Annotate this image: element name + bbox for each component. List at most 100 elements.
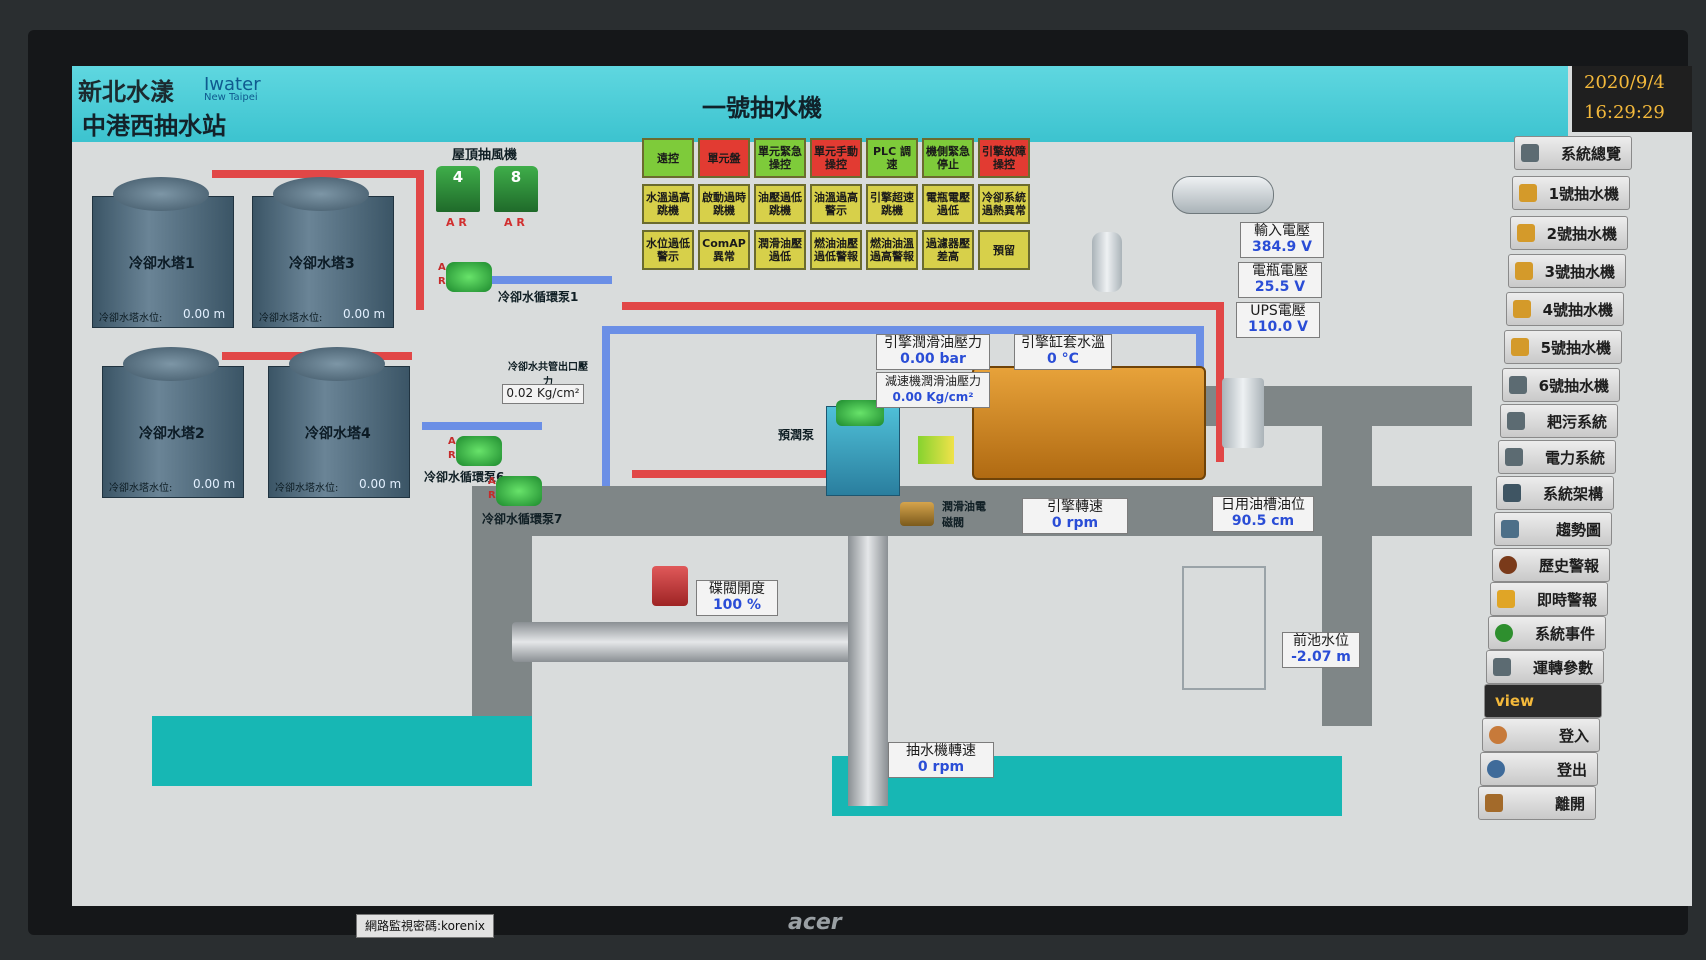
tower-label: 冷卻水塔4 — [305, 426, 371, 442]
alarm-reserved[interactable]: 預留 — [978, 230, 1030, 270]
battery-voltage-value: 25.5 V — [1254, 279, 1306, 295]
outlet-pressure-value: 0.02 Kg/cm² — [506, 386, 580, 400]
nav-login[interactable]: 登入 — [1482, 718, 1600, 752]
trash-rake-icon — [1182, 566, 1266, 690]
pump-1-icon[interactable] — [446, 262, 492, 292]
roof-fan-4[interactable]: 4 — [436, 166, 480, 212]
nav-system-architecture[interactable]: 系統架構 — [1496, 476, 1614, 510]
pump-icon — [1513, 300, 1531, 318]
lube-solenoid-valve-icon[interactable] — [900, 502, 934, 526]
air-filter-icon — [1092, 232, 1122, 292]
roof-fan-8-number: 8 — [510, 168, 522, 186]
valve-opening-value: 100 % — [712, 597, 762, 613]
pump-7-label: 冷卻水循環泵7 — [482, 512, 563, 526]
pump-icon — [1519, 184, 1537, 202]
alarm-cooling-overheat[interactable]: 冷卻系統過熱異常 — [978, 184, 1030, 224]
tower-label: 冷卻水塔3 — [289, 256, 355, 272]
engine-oil-pressure-label: 引擎潤滑油壓力 — [884, 335, 982, 351]
alarm-water-level-low[interactable]: 水位過低警示 — [642, 230, 694, 270]
alarm-battery-low[interactable]: 電瓶電壓過低 — [922, 184, 974, 224]
nav-label: 趨勢圖 — [1555, 520, 1601, 539]
nav-label: 歷史警報 — [1538, 556, 1599, 575]
nav-pump-2[interactable]: 2號抽水機 — [1510, 216, 1628, 250]
alarm-engine-overspeed[interactable]: 引擎超速跳機 — [866, 184, 918, 224]
day-tank-level-readout: 日用油槽油位 90.5 cm — [1212, 496, 1314, 532]
logo-text: 新北水漾 — [78, 77, 174, 106]
network-password-tag: 網路監視密碼:korenix — [356, 914, 495, 938]
alarm-filter-dp-high[interactable]: 過濾器壓差高 — [922, 230, 974, 270]
valve-opening-label: 碟閥開度 — [709, 581, 765, 597]
alarm-fuel-temp-high[interactable]: 燃油油溫過高警報 — [866, 230, 918, 270]
alarm-unit-manual[interactable]: 單元手動操控 — [810, 138, 862, 178]
nav-system-events[interactable]: 系統事件 — [1488, 616, 1606, 650]
lube-solenoid-valve-label: 潤滑油電磁閥 — [942, 500, 986, 529]
alarm-side-emergency-stop[interactable]: 機側緊急停止 — [922, 138, 974, 178]
warning-icon — [1497, 590, 1515, 608]
alarm-remote[interactable]: 遠控 — [642, 138, 694, 178]
nav-trash-rake[interactable]: 耙污系統 — [1500, 404, 1618, 438]
nav-pump-3[interactable]: 3號抽水機 — [1508, 254, 1626, 288]
pump-icon — [1515, 262, 1533, 280]
nav-label: 系統總覽 — [1560, 144, 1621, 163]
nav-exit[interactable]: 離開 — [1478, 786, 1596, 820]
monitor-icon — [1503, 484, 1521, 502]
nav-system-overview[interactable]: 系統總覽 — [1514, 136, 1632, 170]
alarm-unit-emergency[interactable]: 單元緊急操控 — [754, 138, 806, 178]
nav-history-alarm[interactable]: 歷史警報 — [1492, 548, 1610, 582]
nav-view[interactable]: view — [1484, 684, 1602, 718]
scada-screen: 新北水漾 Iwater New Taipei 中港西抽水站 一號抽水機 2020… — [72, 66, 1692, 906]
engine-oil-pressure-readout: 引擎潤滑油壓力 0.00 bar — [876, 334, 990, 370]
alarm-oil-pressure-low[interactable]: 油壓過低跳機 — [754, 184, 806, 224]
engine-water-temp-value: 0 °C — [1047, 351, 1079, 367]
hot-pipe-main — [622, 302, 1222, 310]
gear-oil-pressure-value: 0.00 Kg/cm² — [892, 390, 974, 404]
discharge-pipe-horizontal — [512, 622, 872, 662]
nav-operation-params[interactable]: 運轉參數 — [1486, 650, 1604, 684]
alarm-start-timeout[interactable]: 啟動過時跳機 — [698, 184, 750, 224]
nav-live-alarm[interactable]: 即時警報 — [1490, 582, 1608, 616]
login-icon — [1489, 726, 1507, 744]
nav-label: 電力系統 — [1544, 448, 1605, 467]
alarm-unit-panel[interactable]: 單元盤 — [698, 138, 750, 178]
alarm-plc-speed[interactable]: PLC 調速 — [866, 138, 918, 178]
nav-label: 2號抽水機 — [1546, 224, 1617, 243]
alarm-water-temp-high[interactable]: 水溫過高跳機 — [642, 184, 694, 224]
nav-label: 1號抽水機 — [1548, 184, 1619, 203]
pump-6-icon[interactable] — [456, 436, 502, 466]
alarm-oil-temp-high[interactable]: 油溫過高警示 — [810, 184, 862, 224]
diesel-engine-icon — [972, 366, 1206, 480]
nav-label: 離開 — [1554, 794, 1585, 813]
forebay-level-readout: 前池水位 -2.07 m — [1282, 632, 1360, 668]
alarm-comap[interactable]: ComAP 異常 — [698, 230, 750, 270]
hot-pipe-engine — [1216, 302, 1224, 462]
nav-power-system[interactable]: 電力系統 — [1498, 440, 1616, 474]
ups-voltage-value: 110.0 V — [1248, 319, 1308, 335]
nav-logout[interactable]: 登出 — [1480, 752, 1598, 786]
tower-label: 冷卻水塔1 — [129, 256, 195, 272]
pump-7-icon[interactable] — [496, 476, 542, 506]
nav-pump-5[interactable]: 5號抽水機 — [1504, 330, 1622, 364]
tower-level-value: 0.00 m — [343, 307, 386, 321]
discharge-pipe-vertical — [848, 536, 888, 806]
nav-pump-6[interactable]: 6號抽水機 — [1502, 368, 1620, 402]
nav-label: 4號抽水機 — [1542, 300, 1613, 319]
nav-label: 運轉參數 — [1532, 658, 1593, 677]
tower-level-label: 冷卻水塔水位: — [99, 313, 163, 324]
rake-icon — [1507, 412, 1525, 430]
roof-fan-8[interactable]: 8 — [494, 166, 538, 212]
power-icon — [1505, 448, 1523, 466]
nav-pump-4[interactable]: 4號抽水機 — [1506, 292, 1624, 326]
alarm-engine-fault[interactable]: 引擎故障操控 — [978, 138, 1030, 178]
pump-6-r: R — [448, 450, 456, 461]
nav-label: 5號抽水機 — [1540, 338, 1611, 357]
nav-pump-1[interactable]: 1號抽水機 — [1512, 176, 1630, 210]
tower-fan-top — [289, 347, 385, 381]
nav-label: 6號抽水機 — [1538, 376, 1609, 395]
butterfly-valve-icon[interactable] — [652, 566, 688, 606]
pump-1-label: 冷卻水循環泵1 — [498, 290, 579, 304]
alarm-lube-pressure-low[interactable]: 潤滑油壓過低 — [754, 230, 806, 270]
monitor-brand: acer — [788, 910, 842, 935]
page-title: 一號抽水機 — [702, 94, 822, 122]
alarm-fuel-pressure-low[interactable]: 燃油油壓過低警報 — [810, 230, 862, 270]
nav-trend-chart[interactable]: 趨勢圖 — [1494, 512, 1612, 546]
